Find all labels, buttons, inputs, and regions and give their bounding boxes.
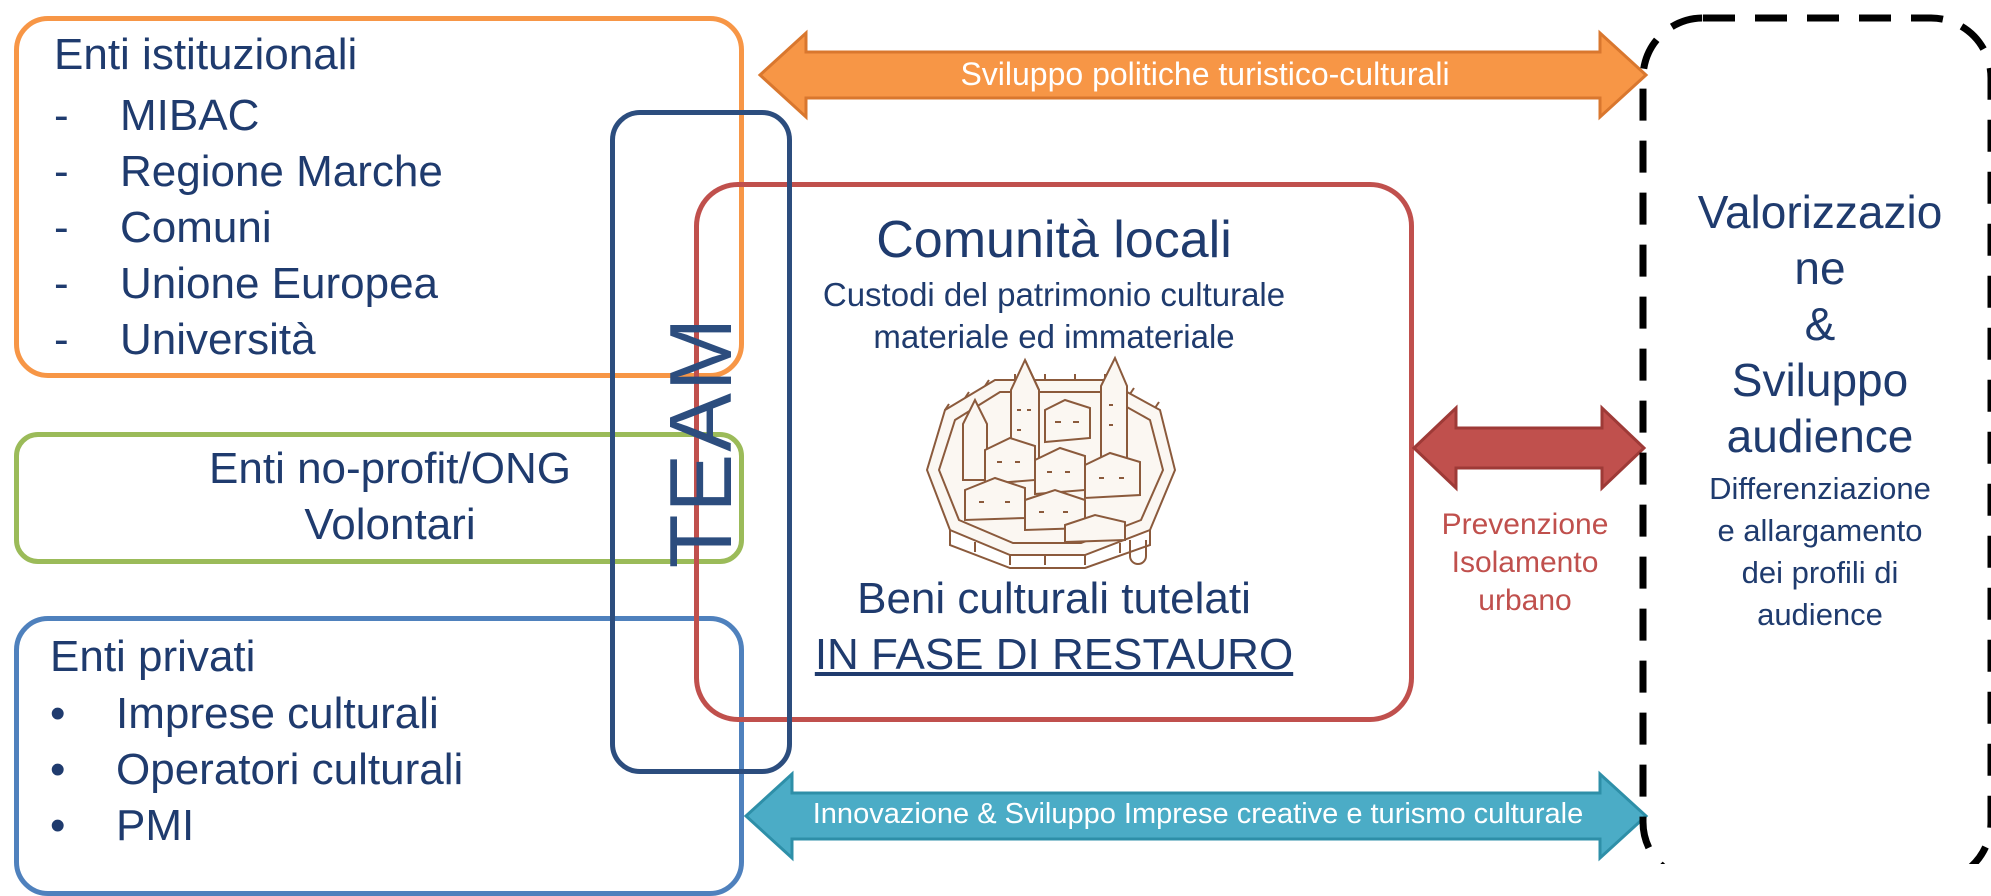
dash-marker: - xyxy=(54,315,69,364)
list-item: •Imprese culturali xyxy=(50,689,439,738)
nonprofit-line1: Enti no-profit/ONG xyxy=(209,444,571,493)
middle-arrow-caption: Prevenzione Isolamento urbano xyxy=(1420,506,1630,620)
detail-line: dei profili di xyxy=(1741,555,1899,590)
center-title: Comunità locali xyxy=(876,211,1232,269)
top-arrow-label: Sviluppo politiche turistico-culturali xyxy=(960,56,1450,92)
list-item: -MIBAC xyxy=(54,91,260,140)
bullet-marker: • xyxy=(50,745,66,794)
detail-line: Differenziazione xyxy=(1709,471,1931,506)
dash-marker: - xyxy=(54,147,69,196)
list-item: •Operatori culturali xyxy=(50,745,464,794)
walled-town-icon xyxy=(925,355,1177,569)
list-item: -Università xyxy=(54,315,316,364)
caption-line: Isolamento xyxy=(1451,546,1599,579)
heading-line: audience xyxy=(1726,410,1914,462)
arrows-layer xyxy=(743,14,1991,864)
nonprofit-box xyxy=(14,432,744,564)
institutional-box xyxy=(14,16,744,378)
institutional-list: -MIBAC -Regione Marche -Comuni -Unione E… xyxy=(54,88,443,368)
bullet-marker: • xyxy=(50,801,66,850)
middle-double-arrow xyxy=(1411,404,1647,492)
heading-line: Sviluppo xyxy=(1731,354,1909,406)
value-dashed-box xyxy=(1639,14,1991,864)
detail-line: audience xyxy=(1757,597,1883,632)
list-item: -Unione Europea xyxy=(54,259,439,308)
dash-marker: - xyxy=(54,259,69,308)
heading-line: ne xyxy=(1794,242,1846,294)
center-bottom-line2: IN FASE DI RESTAURO xyxy=(814,630,1294,679)
list-item: -Comuni xyxy=(54,203,272,252)
value-heading: Valorizzazio ne & Sviluppo audience xyxy=(1660,184,1980,464)
list-item: •PMI xyxy=(50,801,195,850)
caption-line: urbano xyxy=(1478,584,1572,617)
bottom-arrow-label: Innovazione & Sviluppo Imprese creative … xyxy=(812,798,1584,830)
bottom-double-arrow xyxy=(743,770,1649,862)
private-title: Enti privati xyxy=(50,632,256,681)
team-box xyxy=(610,110,792,774)
caption-line: Prevenzione xyxy=(1441,508,1609,541)
list-item: -Regione Marche xyxy=(54,147,443,196)
top-double-arrow xyxy=(757,29,1649,121)
detail-line: e allargamento xyxy=(1717,513,1923,548)
institutional-title: Enti istituzionali xyxy=(54,30,358,79)
center-bottom-line1: Beni culturali tutelati xyxy=(857,574,1251,623)
local-communities-shadow-outline xyxy=(696,184,946,720)
center-subtitle-line1: Custodi del patrimonio culturale xyxy=(822,276,1286,313)
bullet-marker: • xyxy=(50,689,66,738)
heading-line: Valorizzazio xyxy=(1697,186,1943,238)
heading-line: & xyxy=(1804,298,1836,350)
dash-marker: - xyxy=(54,203,69,252)
center-subtitle-line2: materiale ed immateriale xyxy=(873,318,1235,355)
dash-marker: - xyxy=(54,91,69,140)
nonprofit-line2: Volontari xyxy=(304,500,476,549)
private-list: •Imprese culturali •Operatori culturali … xyxy=(50,686,463,854)
local-communities-box xyxy=(694,182,1414,722)
value-detail: Differenziazione e allargamento dei prof… xyxy=(1660,468,1980,636)
